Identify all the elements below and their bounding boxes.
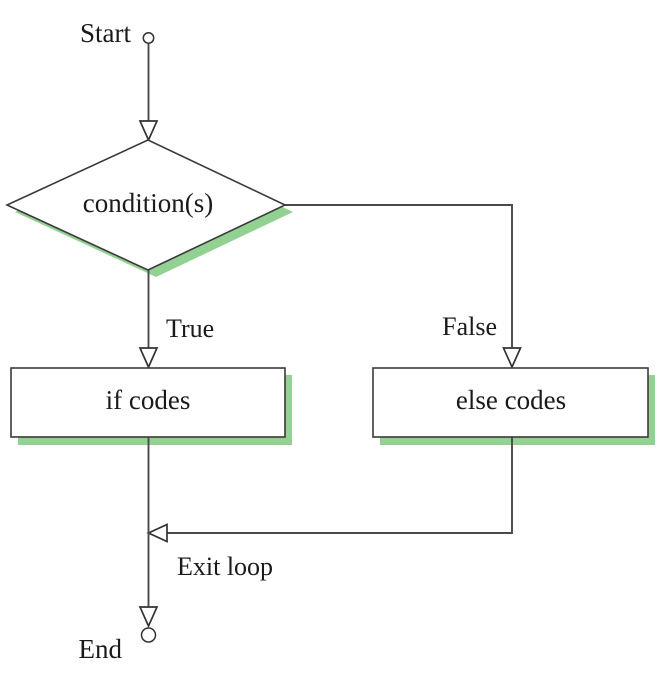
condition-label: condition(s)	[83, 188, 213, 218]
if-block-box[interactable]	[10, 367, 286, 438]
else-block-box[interactable]	[372, 367, 649, 438]
if-block-fill	[11, 368, 285, 437]
if-block-label: if codes	[106, 385, 191, 415]
edge-false-branch	[285, 204, 513, 349]
edge-label-true: True	[166, 314, 214, 343]
arrowhead-merge-left	[146, 523, 168, 543]
end-label: End	[79, 634, 123, 664]
else-block-fill	[373, 368, 648, 437]
edge-exit-loop	[166, 437, 513, 534]
arrowhead-into-else-block	[502, 347, 522, 370]
end-terminal-dot[interactable]	[140, 627, 157, 643]
edge-label-false: False	[442, 312, 497, 341]
arrowhead-into-condition	[138, 120, 159, 143]
start-terminal-dot[interactable]	[142, 32, 155, 44]
edge-label-exit-loop: Exit loop	[177, 552, 273, 581]
arrowhead-into-if-block	[138, 347, 159, 370]
else-block-label: else codes	[456, 385, 566, 415]
start-label: Start	[80, 18, 131, 48]
arrowhead-into-end	[138, 606, 159, 629]
condition-diamond[interactable]	[5, 139, 287, 271]
